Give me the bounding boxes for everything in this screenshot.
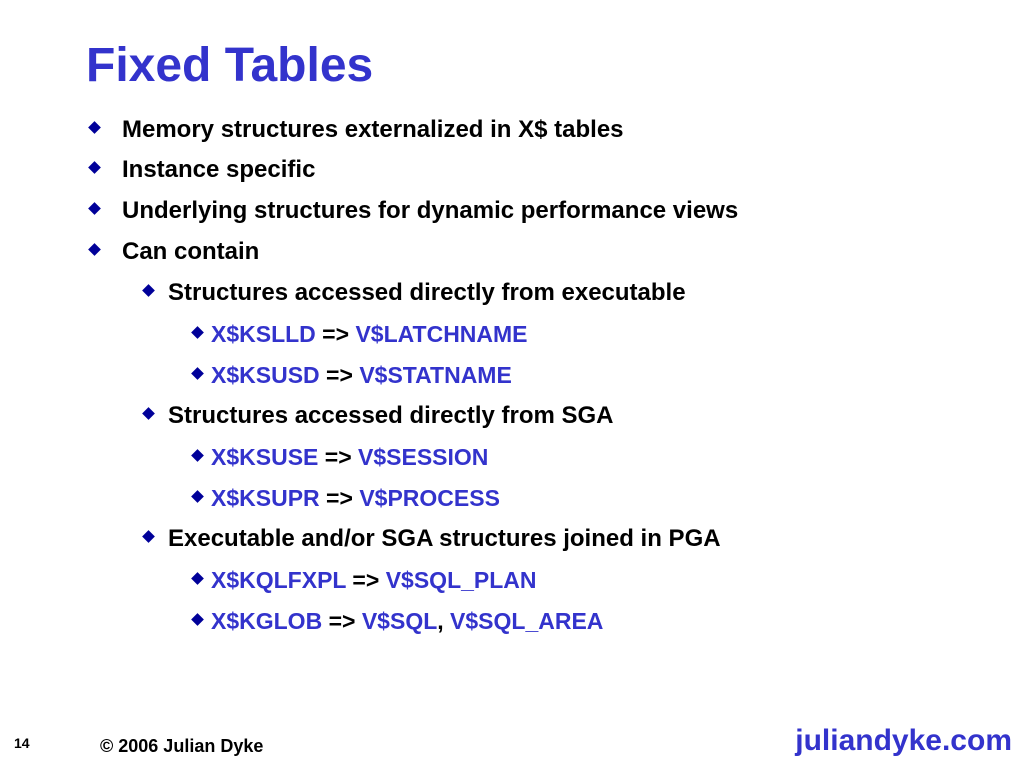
mapping-arrow: => (315, 321, 356, 347)
fixed-table-name: X$KSUPR (211, 485, 320, 511)
view-name: V$SQL (361, 608, 438, 634)
brand-logo-text: juliandyke.com (795, 724, 1012, 757)
diamond-bullet-icon (142, 284, 155, 298)
slide-title: Fixed Tables (86, 39, 374, 92)
mapping-item: X$KSUSD => V$STATNAME (190, 359, 512, 391)
copyright-text: © 2006 Julian Dyke (100, 736, 264, 756)
diamond-bullet-icon (191, 326, 204, 340)
mapping-arrow: => (322, 608, 362, 634)
view-name: V$PROCESS (359, 485, 500, 511)
diamond-bullet-icon (88, 202, 101, 216)
diamond-bullet-icon (191, 613, 204, 627)
fixed-table-name: X$KSUSE (211, 444, 319, 470)
diamond-bullet-icon (142, 530, 155, 544)
diamond-bullet-icon (142, 407, 155, 421)
sub-bullet-text: Structures accessed directly from SGA (168, 402, 614, 429)
fixed-table-name: X$KSLLD (211, 321, 316, 347)
sub-bullet-item: Structures accessed directly from SGA (140, 400, 614, 432)
diamond-bullet-icon (191, 572, 204, 586)
view-separator: , (437, 608, 451, 634)
diamond-bullet-icon (88, 121, 101, 135)
diamond-bullet-icon (88, 161, 101, 175)
view-name: V$SESSION (358, 444, 489, 470)
diamond-bullet-icon (191, 449, 204, 463)
mapping-item: X$KQLFXPL => V$SQL_PLAN (190, 564, 537, 596)
bullet-text: Memory structures externalized in X$ tab… (122, 116, 624, 143)
bullet-item: Underlying structures for dynamic perfor… (86, 195, 738, 227)
page-number: 14 (14, 735, 30, 751)
fixed-table-name: X$KGLOB (211, 608, 323, 634)
sub-bullet-text: Executable and/or SGA structures joined … (168, 525, 721, 552)
sub-bullet-text: Structures accessed directly from execut… (168, 279, 686, 306)
view-name: V$SQL_PLAN (385, 567, 537, 593)
bullet-text: Can contain (122, 238, 260, 265)
bullet-item: Instance specific (86, 154, 315, 186)
mapping-arrow: => (318, 444, 359, 470)
mapping-item: X$KSLLD => V$LATCHNAME (190, 318, 528, 350)
fixed-table-name: X$KQLFXPL (211, 567, 347, 593)
sub-bullet-item: Structures accessed directly from execut… (140, 277, 686, 309)
view-name: V$LATCHNAME (355, 321, 528, 347)
view-name: V$STATNAME (359, 362, 512, 388)
diamond-bullet-icon (191, 367, 204, 381)
mapping-item: X$KSUPR => V$PROCESS (190, 482, 500, 514)
diamond-bullet-icon (191, 490, 204, 504)
view-name: V$SQL_AREA (450, 608, 604, 634)
sub-bullet-item: Executable and/or SGA structures joined … (140, 523, 721, 555)
bullet-text: Instance specific (122, 156, 316, 183)
fixed-table-name: X$KSUSD (211, 362, 320, 388)
bullet-text: Underlying structures for dynamic perfor… (122, 197, 739, 224)
mapping-item: X$KGLOB => V$SQL, V$SQL_AREA (190, 605, 603, 637)
mapping-item: X$KSUSE => V$SESSION (190, 441, 488, 473)
bullet-item: Can contain (86, 236, 259, 268)
diamond-bullet-icon (88, 243, 101, 257)
bullet-item: Memory structures externalized in X$ tab… (86, 114, 624, 146)
mapping-arrow: => (319, 485, 360, 511)
mapping-arrow: => (346, 567, 386, 593)
mapping-arrow: => (319, 362, 360, 388)
